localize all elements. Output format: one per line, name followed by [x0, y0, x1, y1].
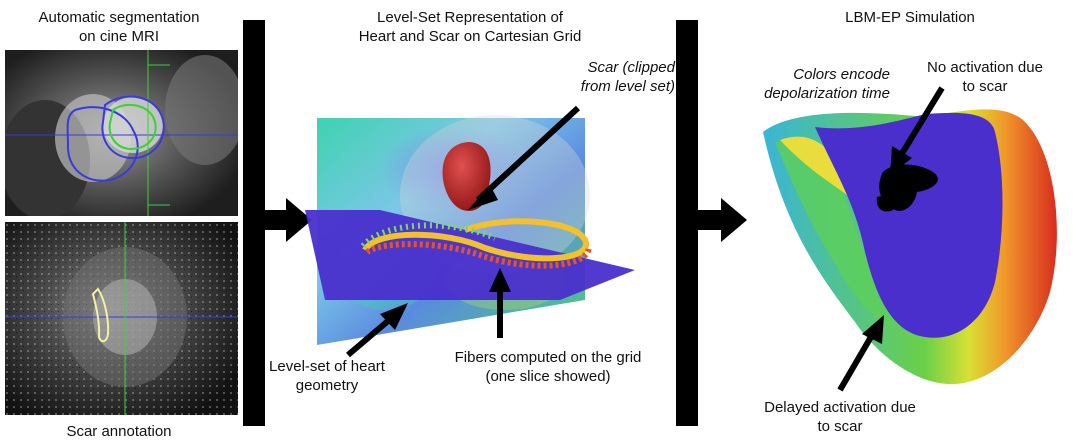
separator-bar-1: [243, 20, 265, 426]
caption-line-2: on cine MRI: [78, 28, 160, 45]
fibers-label-line-2: (one slice showed): [485, 368, 611, 385]
lv-endocardium-contour: [108, 103, 157, 151]
flow-arrow-2-icon: [693, 198, 747, 242]
level-set-label: Level-set of heart geometry: [262, 357, 392, 395]
scar-label: Scar (clipped from level set): [510, 58, 675, 96]
scar-contour: [91, 287, 110, 343]
caption-line-1: Automatic segmentation: [38, 9, 200, 26]
colors-label-line-1: Colors encode: [793, 66, 890, 83]
inner-region: [815, 112, 1003, 338]
scar-label-line-2: from level set): [580, 78, 675, 95]
fiber-ring: [360, 218, 593, 269]
scar-annotation-caption: Scar annotation: [66, 423, 172, 440]
rv-contour: [66, 106, 139, 182]
cine-mri-image: [5, 50, 238, 216]
lbm-ep-title: LBM-EP Simulation: [845, 9, 975, 26]
title-line-2: Heart and Scar on Cartesian Grid: [358, 28, 582, 45]
no-activation-line-2: to scar: [962, 78, 1008, 95]
scar-annotation-image: [5, 222, 238, 415]
level-set-title: Level-Set Representation of Heart and Sc…: [300, 8, 640, 46]
no-activation-line-1: No activation due: [927, 59, 1043, 76]
delayed-activation-label: Delayed activation due to scar: [735, 398, 945, 436]
scar-blob: [442, 142, 491, 212]
fibers-label: Fibers computed on the grid (one slice s…: [432, 348, 664, 386]
slice-plane: [305, 210, 635, 300]
delayed-activation-line-1: Delayed activation due: [764, 399, 916, 416]
level-set-label-line-1: Level-set of heart: [269, 358, 385, 375]
cine-mri-graphic: [5, 50, 238, 216]
lv-epicardium-contour: [101, 95, 165, 160]
delayed-activation-pointer-arrow-icon: [837, 328, 878, 392]
level-set-pointer-arrow-icon: [346, 312, 397, 358]
no-activation-label: No activation due to scar: [910, 58, 1060, 96]
colors-label: Colors encode depolarization time: [730, 65, 890, 103]
scar-region: [879, 164, 938, 211]
cine-segmentation-caption: Automatic segmentation on cine MRI: [0, 8, 238, 46]
lbm-ep-heart-visualization: [763, 109, 1057, 385]
level-set-visualization: [305, 115, 635, 345]
no-activation-pointer-arrow-icon: [895, 86, 945, 162]
scar-label-line-1: Scar (clipped: [587, 59, 675, 76]
delayed-activation-line-2: to scar: [817, 418, 863, 435]
fibers-label-line-1: Fibers computed on the grid: [454, 349, 642, 366]
level-set-label-line-2: geometry: [295, 377, 359, 394]
scar-pointer-arrow-icon: [475, 105, 581, 203]
colors-label-line-2: depolarization time: [764, 85, 890, 102]
separator-bar-2: [676, 20, 698, 426]
flow-arrow-1-icon: [258, 198, 312, 242]
scar-mri-graphic: [5, 222, 238, 415]
title-line-1: Level-Set Representation of: [377, 9, 563, 26]
